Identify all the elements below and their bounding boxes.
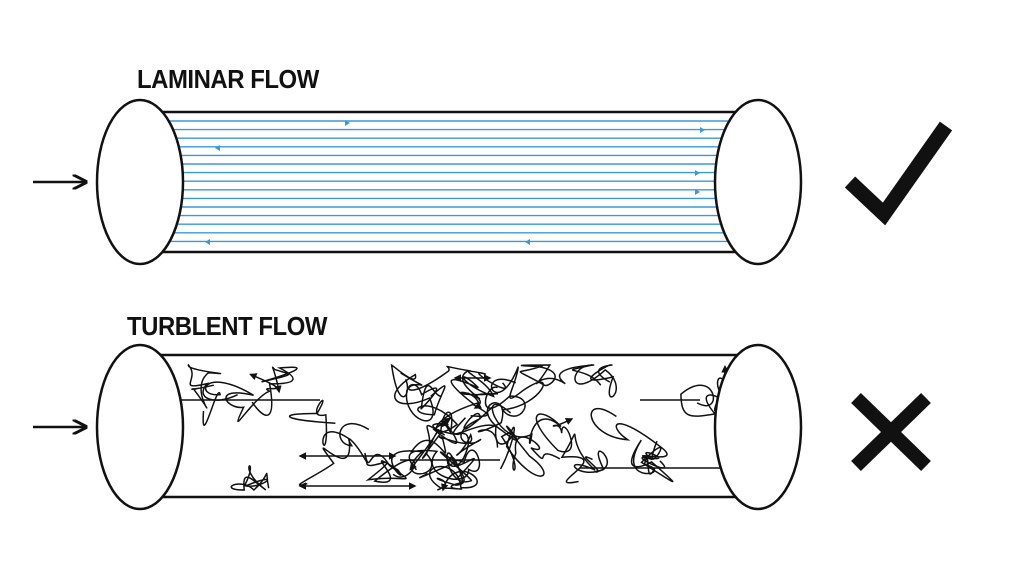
laminar-direction-arrow [215,145,220,151]
turbulent-eddy-path [452,417,561,471]
turbulent-eddy-path [373,429,440,483]
laminar-direction-arrow [695,170,700,176]
turbulent-eddy-path [590,407,668,469]
turbulent-eddy-path [390,364,434,422]
checkmark-icon [844,121,953,226]
turbulent-eddy-path [477,402,545,477]
turbulent-eddy-path [571,364,617,398]
turbulent-eddy-path [428,456,478,492]
x-cross-icon [851,392,931,472]
turbulent-outlet-end [713,343,803,511]
laminar-direction-arrow [525,239,530,245]
laminar-flow-label: LAMINAR FLOW [137,64,319,94]
laminar-pipe [95,98,803,266]
laminar-direction-arrow [345,120,350,126]
turbulent-eddy-path [187,363,238,409]
laminar-direction-arrow [695,189,700,195]
turbulent-pipe [95,343,803,511]
turbulent-eddy-path [630,439,674,483]
turbulent-eddy-path [417,385,499,433]
laminar-streamlines [165,120,728,245]
turbulent-eddy-path [408,449,481,491]
turbulent-eddy-path [410,405,494,456]
turbulent-flow-label: TURBLENT FLOW [127,311,327,341]
turbulent-eddy-path [484,366,544,417]
turbulent-eddy-path [251,366,298,416]
turbulent-eddy-path [230,465,270,492]
turbulent-eddies [160,363,748,492]
turbulent-eddy-path [288,399,351,486]
laminar-direction-arrow [700,127,705,133]
turbulent-eddy-path [519,364,595,387]
laminar-direction-arrow [205,239,210,245]
laminar-outlet-end [713,98,803,266]
laminar-inlet-end [95,98,185,266]
turbulent-inlet-end [95,343,185,511]
turbulent-eddy-path [560,433,608,484]
